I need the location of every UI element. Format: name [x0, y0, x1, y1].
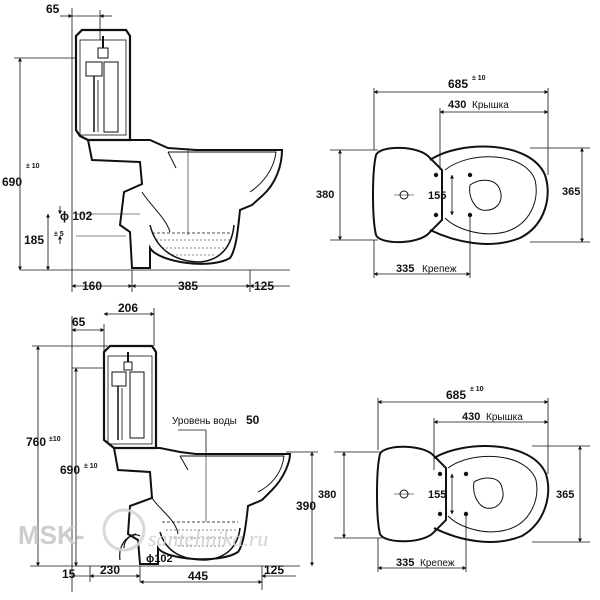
label-lid-top: Крышка	[472, 100, 509, 111]
dim-160-top: 160	[82, 279, 102, 293]
plan-view-bottom	[376, 445, 550, 543]
tol-690-bottom: ± 10	[84, 463, 98, 470]
watermark: MSK- santehnika.ru	[18, 508, 268, 552]
tol-690-top: ± 10	[26, 163, 40, 170]
plan-view-top-dimensions	[330, 88, 590, 278]
dim-760-bottom: 760	[26, 435, 46, 449]
dim-335-bottom: 335	[396, 557, 414, 569]
tol-685-bottom: ± 10	[470, 386, 484, 393]
tol-685-top: ± 10	[472, 75, 486, 82]
dim-690-bottom: 690	[60, 463, 80, 477]
tol-185-top: ± 5	[54, 231, 64, 238]
dim-380-top: 380	[316, 189, 334, 201]
dim-390-bottom: 390	[296, 499, 316, 513]
dim-185-top: 185	[24, 233, 44, 247]
dim-phi102-bottom: ϕ102	[146, 553, 173, 565]
tol-760-bottom: ±10	[49, 436, 61, 443]
label-mount-bottom: Крепеж	[420, 558, 455, 569]
dim-50-bottom: 50	[246, 413, 260, 427]
dim-430-bottom: 430	[462, 411, 480, 423]
dim-155-bottom: 155	[428, 489, 446, 501]
dim-365-top: 365	[562, 186, 580, 198]
watermark-brand: MSK-	[18, 520, 84, 550]
dim-phi102-top: ϕ 102	[60, 209, 93, 223]
dim-206-bottom: 206	[118, 301, 138, 315]
side-view-top-dimensions	[14, 10, 290, 292]
label-mount-top: Крепеж	[422, 264, 457, 275]
watermark-site: santehnika.ru	[148, 526, 268, 551]
dim-385-top: 385	[178, 279, 198, 293]
dim-685-top: 685	[448, 77, 468, 91]
dim-65-top: 65	[46, 2, 60, 16]
dim-690-top: 690	[2, 175, 22, 189]
dim-15-bottom: 15	[62, 567, 76, 581]
dim-155-top: 155	[428, 190, 446, 202]
dim-685-bottom: 685	[446, 388, 466, 402]
side-view-top	[20, 8, 290, 292]
dim-125-bottom: 125	[264, 563, 284, 577]
watermark-logo-icon	[102, 508, 146, 552]
dim-365-bottom: 365	[556, 489, 574, 501]
side-view-bottom-dimensions	[32, 308, 318, 590]
dim-230-bottom: 230	[100, 563, 120, 577]
dim-335-top: 335	[396, 263, 414, 275]
plan-view-top	[372, 145, 549, 245]
dim-125-top: 125	[254, 279, 274, 293]
dim-445-bottom: 445	[188, 569, 208, 583]
plan-view-bottom-dimensions	[334, 398, 590, 572]
side-view-bottom	[30, 316, 300, 592]
dim-430-top: 430	[448, 99, 466, 111]
dim-380-bottom: 380	[318, 489, 336, 501]
label-water-level: Уровень воды	[172, 416, 237, 427]
label-lid-bottom: Крышка	[486, 412, 523, 423]
dim-65-bottom: 65	[72, 315, 86, 329]
